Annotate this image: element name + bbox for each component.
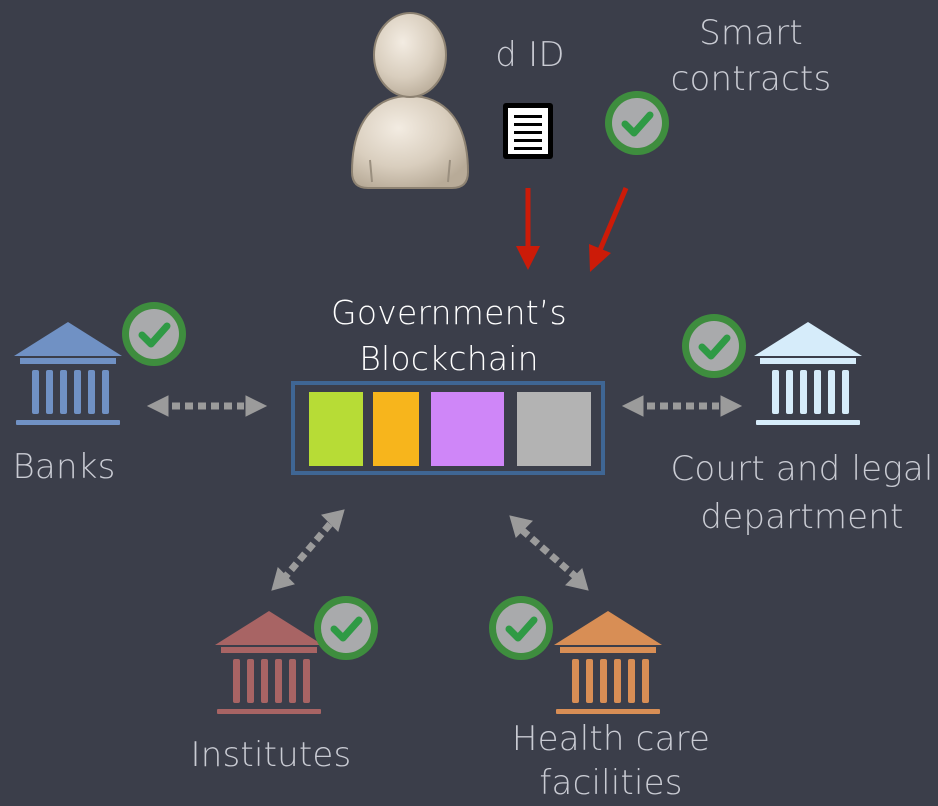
court-link [621, 395, 743, 417]
blockchain-title-1: Government’s [331, 293, 567, 332]
block-2 [373, 392, 419, 466]
blockchain-box [291, 381, 605, 475]
blockchain-title-2: Blockchain [359, 339, 539, 378]
health-label-1: Health care [511, 719, 711, 759]
banks-building-icon [14, 322, 122, 425]
health-building-icon [554, 611, 662, 714]
link-arrows [146, 395, 743, 591]
institutes-building-icon [215, 611, 323, 714]
contract-arrow [597, 187, 629, 251]
court-building-icon [754, 322, 862, 425]
person-icon [350, 12, 470, 189]
document-icon [503, 103, 553, 159]
red-arrows [516, 187, 629, 272]
institutes-check-icon [314, 596, 378, 660]
banks-check-icon [122, 302, 186, 366]
banks-label: Banks [12, 447, 116, 487]
banks-link [146, 395, 268, 417]
court-label-2: department [700, 497, 904, 537]
contracts-check-icon [605, 91, 669, 155]
block-4 [517, 392, 591, 466]
health-label-2: facilities [539, 763, 683, 803]
health-check-icon [489, 596, 553, 660]
institutes-label: Institutes [190, 735, 352, 775]
smart-contracts-label-1: Smart [699, 13, 803, 53]
court-label-1: Court and legal [670, 449, 934, 489]
block-1 [309, 392, 363, 466]
health-link [509, 515, 589, 591]
block-3 [431, 392, 504, 466]
smart-contracts-label-2: contracts [670, 59, 832, 99]
did-label: d ID [495, 35, 565, 75]
court-check-icon [682, 314, 746, 378]
institutes-link [271, 509, 345, 591]
